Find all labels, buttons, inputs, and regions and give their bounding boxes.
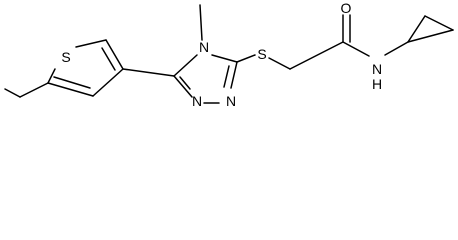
bond-carbonyl-nh (342, 41, 370, 57)
bond-thiophene-s-c2 (75, 39, 107, 48)
bond-triazole-c3-n4 (173, 54, 198, 77)
bond-cyclopropyl-a (407, 15, 426, 43)
bond-triazole-n2-c3 (173, 75, 193, 98)
atom-n1: N (226, 93, 236, 109)
bond-cyclopropyl-c (407, 29, 454, 43)
bond-thiophene-c4-c5-double (53, 76, 91, 89)
bond-thiophene-c2-c3-double (101, 47, 116, 71)
atom-n2: N (192, 93, 202, 109)
bond-n-methyl (199, 4, 203, 41)
molecule-canvas: S N N N S O N H (4, 0, 454, 109)
structure-diagram: S N N N S O N H (4, 0, 454, 109)
atom-n-amide: N (372, 61, 382, 77)
bond-triazole-c5-n1-double (223, 65, 230, 88)
atom-s-thiophene: S (61, 49, 70, 65)
bond-triazole-c5-n1 (230, 61, 238, 89)
bond-ch2-carbonyl (289, 41, 344, 70)
bond-thiophene-c4-c5 (47, 82, 94, 97)
bond-thiophene-c5-s (47, 68, 56, 84)
bond-cyclopropyl-b (424, 15, 454, 31)
atom-o-carbonyl: O (341, 0, 352, 16)
bond-ethyl-ch2 (19, 82, 49, 98)
atom-n4: N (199, 39, 209, 55)
bond-thiophene-triazole (122, 68, 175, 77)
atom-s-thioether: S (257, 46, 266, 62)
bond-triazole-n4-c5 (211, 54, 238, 63)
bond-sulfur-ch2 (268, 57, 291, 70)
bond-thiophene-c3-c4 (92, 68, 124, 97)
bond-ethyl-ch3 (4, 88, 21, 98)
bond-thiophene-c2-c3 (105, 39, 124, 70)
bond-c5-sulfur (236, 54, 256, 63)
atom-h-amide: H (372, 76, 382, 92)
bond-nh-cyclopropyl (384, 41, 409, 56)
bond-triazole-n2-c3-double (179, 76, 191, 90)
